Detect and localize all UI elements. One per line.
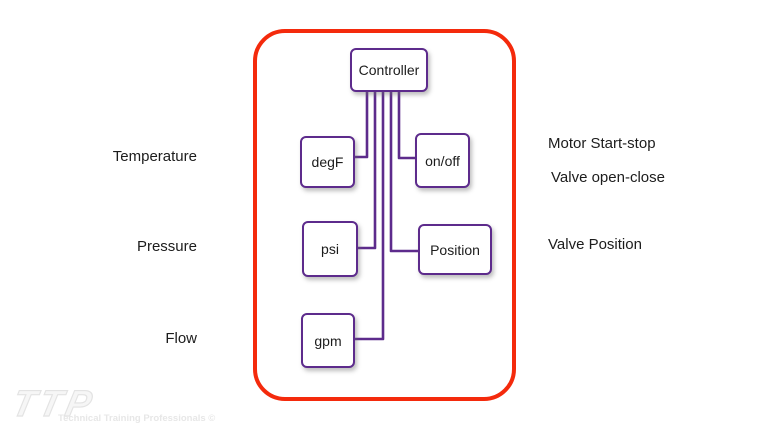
degf-input-box: degF — [300, 136, 355, 188]
controller-box: Controller — [350, 48, 428, 92]
gpm-box-label: gpm — [314, 332, 342, 349]
valve-open-close-label: Valve open-close — [551, 169, 665, 186]
controller-box-label: Controller — [358, 62, 420, 78]
valve-position-label: Valve Position — [548, 236, 642, 253]
position-output-box: Position — [418, 224, 492, 275]
pressure-label: Pressure — [136, 238, 197, 255]
position-box-label: Position — [430, 241, 480, 258]
psi-input-box: psi — [302, 221, 358, 277]
ttp-watermark-caption: Technical Training Professionals © — [58, 413, 216, 424]
onoff-output-box: on/off — [415, 133, 470, 188]
motor-start-stop-label: Motor Start-stop — [548, 135, 656, 152]
degf-box-label: degF — [311, 154, 344, 170]
psi-box-label: psi — [321, 241, 339, 257]
temperature-label: Temperature — [112, 148, 197, 165]
flow-label: Flow — [165, 330, 197, 347]
ttp-watermark: TTP Technical Training Professionals © — [8, 382, 230, 430]
gpm-input-box: gpm — [301, 313, 355, 368]
onoff-box-label: on/off — [425, 152, 460, 169]
controller-boundary-frame — [253, 29, 516, 401]
